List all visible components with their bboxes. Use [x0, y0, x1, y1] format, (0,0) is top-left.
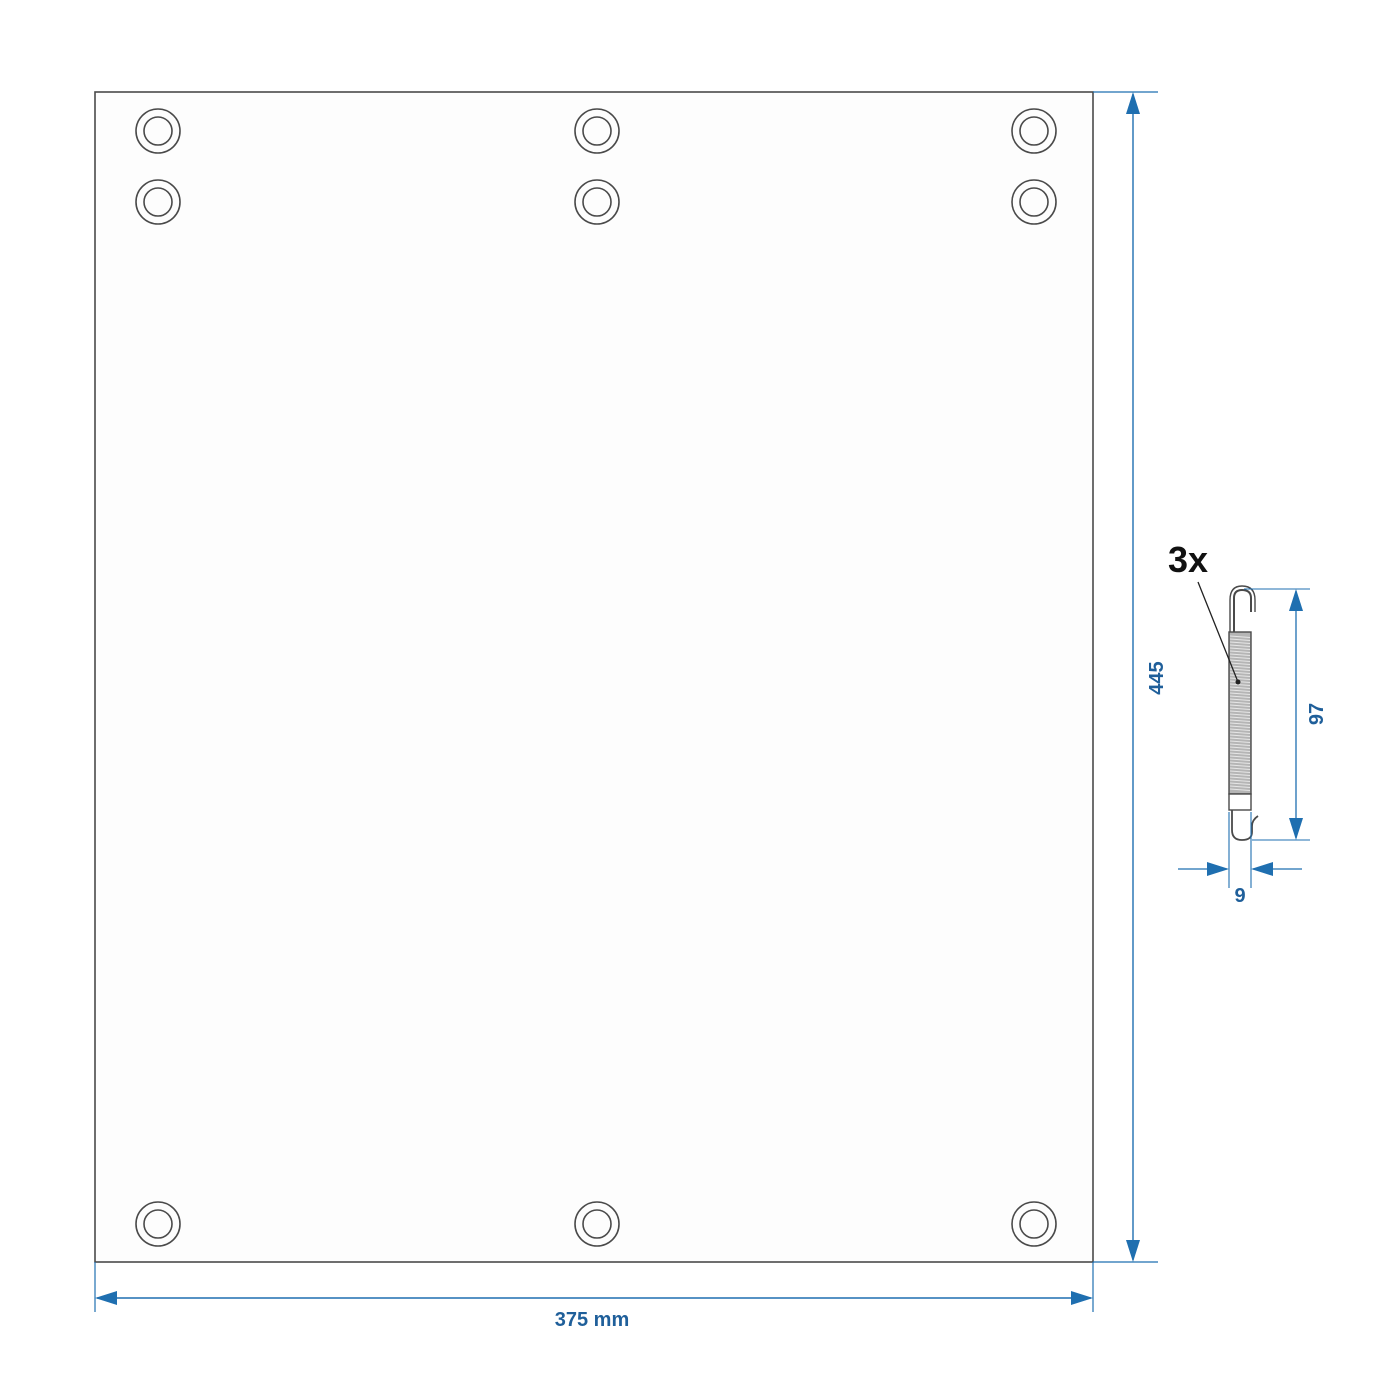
- coil-winding: [1229, 776, 1251, 779]
- coil-winding: [1229, 734, 1251, 737]
- coil-winding: [1229, 650, 1251, 653]
- coil-winding: [1229, 722, 1251, 725]
- coil-winding: [1229, 752, 1251, 755]
- coil-winding: [1229, 674, 1251, 677]
- eyelet: [135, 1201, 181, 1247]
- eyelet: [574, 108, 620, 154]
- coil-winding: [1229, 647, 1251, 650]
- coil-winding: [1229, 725, 1251, 728]
- coil-winding: [1229, 686, 1251, 689]
- coil-winding: [1229, 644, 1251, 647]
- coil-winding: [1229, 719, 1251, 722]
- coil-winding: [1229, 758, 1251, 761]
- coil-winding: [1229, 740, 1251, 743]
- eyelet: [574, 1201, 620, 1247]
- coil-winding: [1229, 641, 1251, 644]
- coil-winding: [1229, 689, 1251, 692]
- coil-winding: [1229, 761, 1251, 764]
- coil-winding: [1229, 701, 1251, 704]
- height-label: 445: [1146, 661, 1168, 694]
- coil-winding: [1229, 788, 1251, 791]
- coil-winding: [1229, 671, 1251, 674]
- width-label: 375 mm: [555, 1309, 630, 1331]
- spring-sleeve: [1228, 793, 1252, 811]
- height-dimension: 445: [1093, 91, 1168, 1263]
- coil-winding: [1229, 779, 1251, 782]
- coil-winding: [1229, 698, 1251, 701]
- coil-winding: [1229, 773, 1251, 776]
- spring-length-label: 97: [1306, 703, 1328, 725]
- coil-winding: [1229, 785, 1251, 788]
- leader-dot: [1235, 679, 1241, 685]
- eyelet: [135, 179, 181, 225]
- coil-winding: [1229, 782, 1251, 785]
- coil-winding: [1229, 767, 1251, 770]
- eyelet: [1011, 108, 1057, 154]
- spring-bottom-hook: [1231, 810, 1259, 841]
- coil-winding: [1229, 728, 1251, 731]
- coil-winding: [1229, 707, 1251, 710]
- coil-winding: [1229, 638, 1251, 641]
- coil-winding: [1229, 743, 1251, 746]
- coil-winding: [1229, 695, 1251, 698]
- coil-winding: [1229, 755, 1251, 758]
- width-dimension: 375 mm: [94, 1262, 1094, 1331]
- spring-coil-windings: [1229, 635, 1251, 791]
- coil-winding: [1229, 704, 1251, 707]
- coil-winding: [1229, 737, 1251, 740]
- panel-group: [94, 91, 1094, 1263]
- coil-winding: [1229, 659, 1251, 662]
- coil-winding: [1229, 749, 1251, 752]
- coil-winding: [1229, 764, 1251, 767]
- eyelet: [1011, 179, 1057, 225]
- coil-winding: [1229, 677, 1251, 680]
- coil-winding: [1229, 716, 1251, 719]
- coil-winding: [1229, 665, 1251, 668]
- coil-winding: [1229, 656, 1251, 659]
- coil-winding: [1229, 635, 1251, 638]
- eyelet: [1011, 1201, 1057, 1247]
- coil-winding: [1229, 710, 1251, 713]
- quantity-leader-line: [1197, 581, 1239, 683]
- coil-winding: [1229, 692, 1251, 695]
- spring-top-hook: [1233, 588, 1252, 632]
- coil-winding: [1229, 662, 1251, 665]
- coil-winding: [1229, 683, 1251, 686]
- coil-winding: [1229, 713, 1251, 716]
- eyelet: [135, 108, 181, 154]
- spring-quantity-label: 3x: [1168, 539, 1208, 580]
- eyelet: [574, 179, 620, 225]
- spring-detail: 3x 97 9: [1168, 539, 1328, 907]
- coil-winding: [1229, 770, 1251, 773]
- spring-width-label: 9: [1234, 885, 1245, 907]
- coil-winding: [1229, 653, 1251, 656]
- panel-outline: [94, 91, 1094, 1263]
- coil-winding: [1229, 731, 1251, 734]
- coil-winding: [1229, 746, 1251, 749]
